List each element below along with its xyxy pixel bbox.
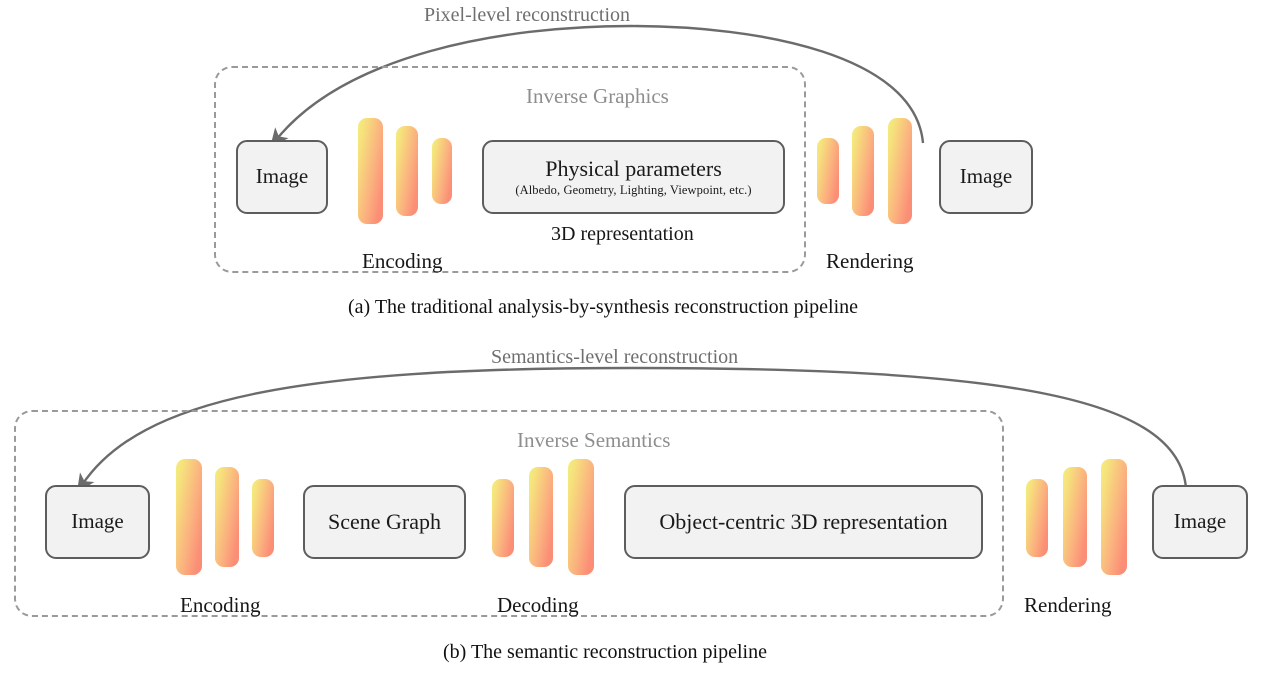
decoding-bar-2-b — [529, 467, 553, 567]
node-label: Image — [1173, 509, 1227, 534]
node-label: Object-centric 3D representation — [659, 508, 948, 534]
node-label-sub: (Albedo, Geometry, Lighting, Viewpoint, … — [515, 182, 752, 197]
rendering-bar-3-b — [1101, 459, 1127, 575]
encoding-bar-1-a — [358, 118, 383, 224]
node-label: Scene Graph — [327, 508, 441, 534]
encoding-bar-2-a — [396, 126, 418, 216]
decoding-bar-1-b — [492, 479, 514, 557]
node-scene-graph[interactable]: Scene Graph — [303, 485, 466, 559]
encoding-bar-3-b — [252, 479, 274, 557]
node-label: Image — [255, 164, 309, 189]
rendering-bar-1-a — [817, 138, 839, 204]
arc-semantics-level-reconstruction — [76, 366, 1188, 493]
dashed-container-inverse-semantics — [14, 410, 1004, 617]
node-label: Image — [959, 164, 1013, 189]
node-label-main: Physical parameters — [545, 155, 722, 181]
node-label: Image — [71, 509, 124, 534]
rendering-bar-3-a — [888, 118, 912, 224]
arc-pixel-level-reconstruction — [270, 24, 925, 148]
node-output-image-b[interactable]: Image — [1152, 485, 1248, 559]
group-label-rendering-a: Rendering — [826, 249, 914, 273]
caption-panel-a: (a) The traditional analysis-by-synthesi… — [348, 296, 859, 318]
group-label-decoding-b: Decoding — [497, 593, 579, 617]
container-label-inverse-graphics: Inverse Graphics — [526, 84, 669, 108]
arc-label-semantics-level-reconstruction: Semantics-level reconstruction — [491, 346, 739, 368]
container-label-inverse-semantics: Inverse Semantics — [517, 428, 671, 452]
group-label-rendering-b: Rendering — [1024, 593, 1112, 617]
node-output-image-a[interactable]: Image — [939, 140, 1033, 214]
decoding-bar-3-b — [568, 459, 594, 575]
node-physical-parameters[interactable]: Physical parameters (Albedo, Geometry, L… — [482, 140, 785, 214]
node-object-centric-3d-representation[interactable]: Object-centric 3D representation — [624, 485, 983, 559]
node-input-image-a[interactable]: Image — [236, 140, 328, 214]
arc-label-pixel-level-reconstruction: Pixel-level reconstruction — [424, 4, 631, 26]
encoding-bar-2-b — [215, 467, 239, 567]
node-input-image-b[interactable]: Image — [45, 485, 150, 559]
rendering-bar-1-b — [1026, 479, 1048, 557]
encoding-bar-1-b — [176, 459, 202, 575]
group-label-encoding-b: Encoding — [180, 593, 261, 617]
rendering-bar-2-a — [852, 126, 874, 216]
rendering-bar-2-b — [1063, 467, 1087, 567]
group-label-encoding-a: Encoding — [362, 249, 443, 273]
dashed-container-inverse-graphics — [214, 66, 806, 273]
label-3d-representation: 3D representation — [551, 223, 694, 245]
encoding-bar-3-a — [432, 138, 452, 204]
caption-panel-b: (b) The semantic reconstruction pipeline — [443, 641, 767, 663]
